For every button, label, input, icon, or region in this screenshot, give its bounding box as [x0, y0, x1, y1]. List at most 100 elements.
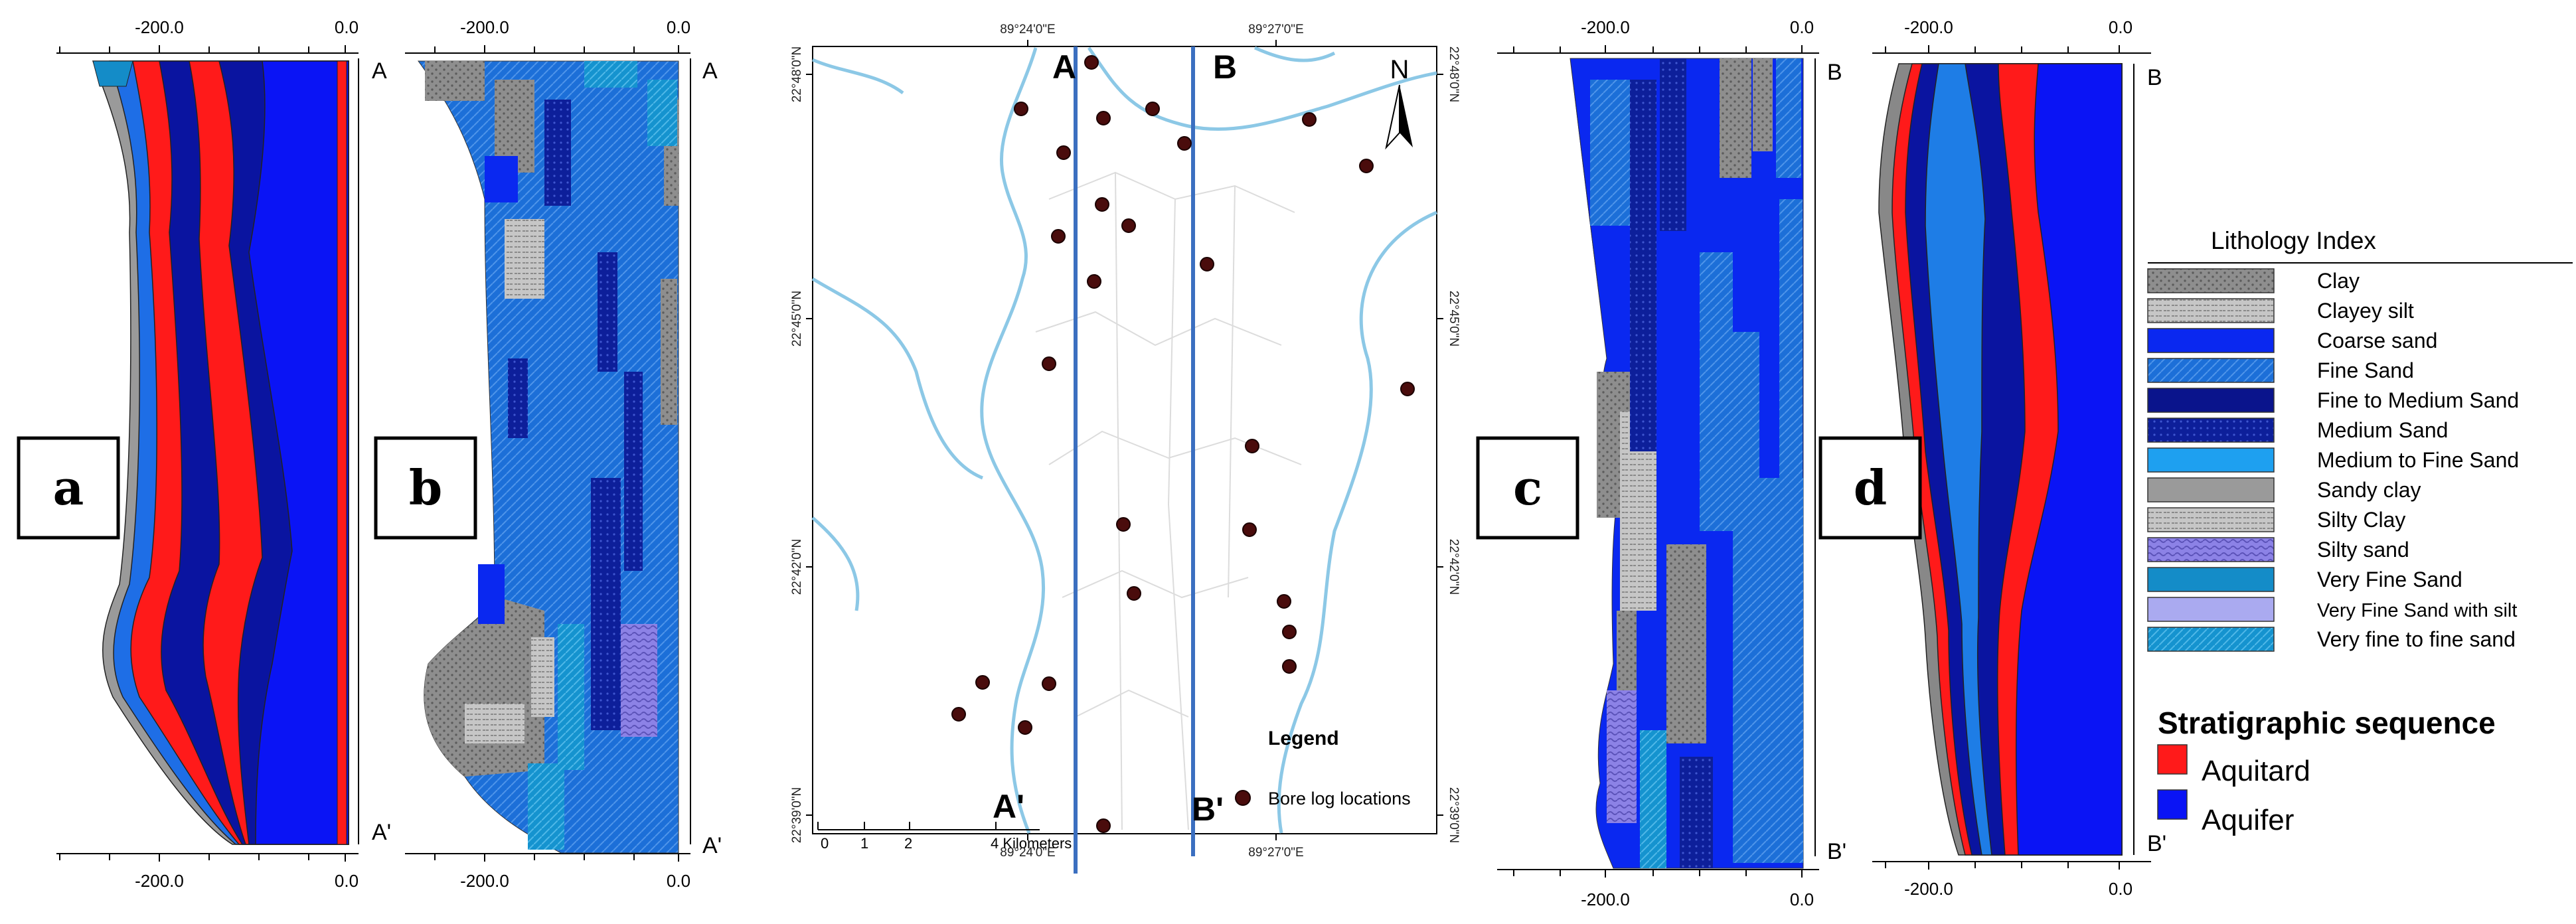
- map-bottom-coord-1: 89°24'0"E: [1000, 846, 1055, 860]
- scale-tick-2: 2: [904, 835, 912, 852]
- panel-tag-b: b: [374, 436, 477, 540]
- panel-c-bottom-label: B': [1827, 839, 1846, 864]
- swatch-fine-sand: [2147, 358, 2275, 383]
- map-legend-title: Legend: [1268, 728, 1339, 749]
- panel-b-bottom-label: A': [702, 833, 722, 858]
- map-right-coord-1: 22°48'0"N: [1447, 46, 1461, 103]
- lithology-label-sandy-clay: Sandy clay: [2317, 478, 2421, 502]
- lithology-label-silty-sand: Silty sand: [2317, 538, 2409, 562]
- scale-tick-1: 1: [860, 835, 868, 852]
- lithology-label-medium-to-fine-sand: Medium to Fine Sand: [2317, 448, 2519, 472]
- panel-d-section: -200.0 0.0 -200.0 0.0 B B': [1872, 17, 2166, 899]
- panel-tag-d: d: [1818, 436, 1922, 540]
- bore-log-points: [951, 55, 1415, 833]
- swatch-fine-to-medium-sand: [2147, 388, 2275, 413]
- panel-tag-a-text: a: [53, 459, 84, 516]
- panel-d-top-tick-0: 0.0: [2109, 17, 2133, 37]
- north-arrow: N: [1385, 55, 1413, 150]
- panel-a-bottom-tick-200: -200.0: [135, 871, 184, 891]
- stratigraphy-label-aquitard: Aquitard: [2202, 755, 2310, 787]
- lithology-label-silty-clay: Silty Clay: [2317, 508, 2405, 532]
- swatch-very-fine-sand: [2147, 567, 2275, 592]
- lithology-label-medium-sand: Medium Sand: [2317, 418, 2448, 442]
- map-legend-bore-label: Bore log locations: [1268, 789, 1411, 809]
- stratigraphy-legend: Stratigraphic sequence Aquitard Aquifer: [2157, 706, 2496, 836]
- panel-d-bottom-tick-0: 0.0: [2109, 879, 2133, 899]
- scale-tick-0: 0: [821, 835, 829, 852]
- lithology-label-very-fine-sand: Very Fine Sand: [2317, 568, 2462, 591]
- panel-a-top-label: A: [372, 58, 387, 84]
- map-right-coord-4: 22°39'0"N: [1447, 787, 1461, 844]
- lithology-label-clayey-silt: Clayey silt: [2317, 299, 2414, 323]
- panel-b-bottom-tick-0: 0.0: [667, 871, 690, 891]
- panel-tag-a: a: [17, 436, 120, 540]
- swatch-very-fine-to-fine-sand: [2147, 627, 2275, 652]
- panel-c-top-tick-200: -200.0: [1581, 17, 1630, 37]
- panel-b-section: -200.0 0.0 -200.0 0.0 A A': [405, 17, 722, 891]
- swatch-clayey-silt: [2147, 298, 2275, 323]
- map-left-coord-1: 22°48'0"N: [790, 46, 804, 103]
- panel-b-top-tick-200: -200.0: [460, 17, 509, 37]
- panel-b-top-label: A: [702, 58, 718, 84]
- panel-a-top-tick-200: -200.0: [135, 17, 184, 37]
- swatch-silty-sand: [2147, 537, 2275, 562]
- panel-tag-b-text: b: [409, 459, 442, 516]
- stratigraphy-label-aquifer: Aquifer: [2202, 804, 2294, 836]
- swatch-medium-to-fine-sand: [2147, 447, 2275, 473]
- map-label-b: B: [1213, 48, 1237, 86]
- panel-b-top-tick-0: 0.0: [667, 17, 690, 37]
- map-bottom-coord-2: 89°27'0"E: [1248, 846, 1303, 860]
- swatch-sandy-clay: [2147, 477, 2275, 502]
- map-top-coord-1: 89°24'0"E: [1000, 23, 1055, 37]
- panel-a-top-tick-0: 0.0: [335, 17, 359, 37]
- panel-d-bottom-label: B': [2147, 831, 2166, 856]
- panel-tag-d-text: d: [1854, 459, 1887, 516]
- swatch-aquifer: [2157, 789, 2188, 820]
- map-label-b-prime: B': [1192, 791, 1224, 828]
- panel-c-top-label: B: [1827, 60, 1842, 85]
- lithology-legend-title: Lithology Index: [2211, 227, 2376, 254]
- swatch-aquitard: [2157, 744, 2188, 775]
- swatch-clay: [2147, 268, 2275, 293]
- panel-d-top-label: B: [2147, 65, 2162, 90]
- map-river-channels: [811, 46, 1437, 834]
- lithology-label-fine-to-medium-sand: Fine to Medium Sand: [2317, 388, 2519, 412]
- panel-a-bottom-tick-0: 0.0: [335, 871, 359, 891]
- lithology-label-coarse-sand: Coarse sand: [2317, 329, 2437, 352]
- panel-c-bottom-tick-0: 0.0: [1790, 889, 1814, 909]
- map-label-a-prime: A': [993, 788, 1024, 825]
- swatch-medium-sand: [2147, 418, 2275, 443]
- panel-a-section: -200.0 0.0 -200.0 0.0 A A': [56, 17, 391, 891]
- panel-d-top-tick-200: -200.0: [1904, 17, 1953, 37]
- map-left-coord-4: 22°39'0"N: [790, 787, 804, 844]
- panel-d-bottom-tick-200: -200.0: [1904, 879, 1953, 899]
- map-left-coord-3: 22°42'0"N: [790, 539, 804, 595]
- swatch-very-fine-sand-with-silt: [2147, 597, 2275, 622]
- panel-a-bottom-label: A': [372, 820, 391, 845]
- map-right-coord-2: 22°45'0"N: [1447, 291, 1461, 347]
- panel-tag-c-text: c: [1513, 459, 1542, 516]
- lithology-label-fine-sand: Fine Sand: [2317, 358, 2414, 382]
- study-area-map: A B A' B' N Legend Bore: [790, 23, 1461, 874]
- panel-c-top-tick-0: 0.0: [1790, 17, 1814, 37]
- panel-c-section: -200.0 0.0 -200.0 0.0 B B': [1497, 17, 1846, 909]
- map-left-coord-2: 22°45'0"N: [790, 291, 804, 347]
- panel-b-bottom-tick-200: -200.0: [460, 871, 509, 891]
- stratigraphy-legend-title: Stratigraphic sequence: [2158, 706, 2496, 740]
- swatch-coarse-sand: [2147, 328, 2275, 353]
- swatch-silty-clay: [2147, 507, 2275, 532]
- lithology-label-very-fine-to-fine-sand: Very fine to fine sand: [2317, 627, 2516, 651]
- map-right-coord-3: 22°42'0"N: [1447, 539, 1461, 595]
- map-legend: Legend Bore log locations: [1235, 728, 1411, 809]
- map-top-coord-2: 89°27'0"E: [1248, 23, 1303, 37]
- scale-tick-4: 4 Kilometers: [991, 835, 1072, 852]
- lithology-label-clay: Clay: [2317, 269, 2360, 293]
- panel-c-bottom-tick-200: -200.0: [1581, 889, 1630, 909]
- scale-bar: 0 1 2 4 Kilometers: [817, 822, 1072, 852]
- panel-tag-c: c: [1476, 436, 1579, 540]
- map-label-a: A: [1052, 48, 1076, 86]
- lithology-swatches: [2147, 268, 2275, 652]
- lithology-legend: Lithology Index Clay Clayey silt Coarse …: [2147, 227, 2573, 652]
- lithology-label-very-fine-sand-with-silt: Very Fine Sand with silt: [2317, 600, 2517, 621]
